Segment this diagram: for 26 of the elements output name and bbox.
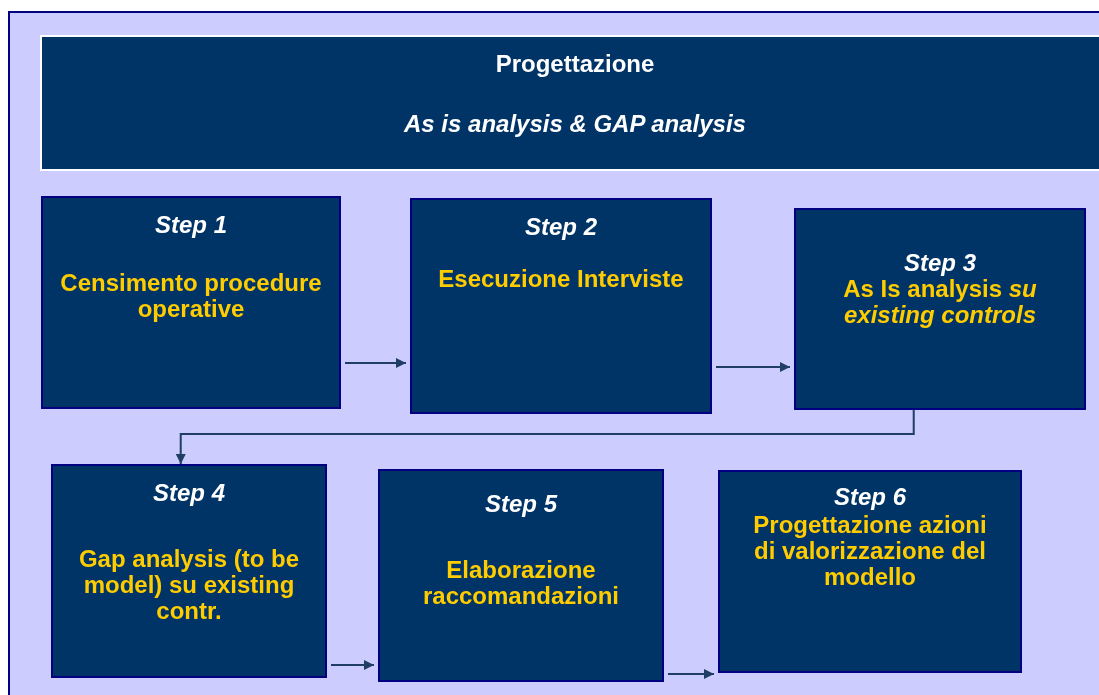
step-label: Step 2 — [525, 214, 597, 240]
arrow — [344, 358, 407, 368]
step-label: Step 1 — [155, 212, 227, 238]
step-label: Step 5 — [485, 491, 557, 517]
step-box — [794, 208, 1086, 410]
step-description: Elaborazione raccomandazioni — [421, 557, 621, 609]
arrow — [175, 409, 915, 465]
step-description: As Is analysis su existing controls — [842, 276, 1038, 328]
subtitle-text: As is analysis & GAP analysis — [404, 111, 746, 137]
step-description: Esecuzione Interviste — [438, 266, 684, 292]
step-box — [51, 464, 327, 678]
step-box — [410, 198, 712, 414]
title-box — [40, 35, 1099, 171]
step-box — [718, 470, 1022, 673]
step-label: Step 3 — [904, 250, 976, 276]
step-description: Gap analysis (to be model) su existing contr. — [77, 546, 301, 624]
step-box — [41, 196, 341, 409]
arrow — [715, 362, 791, 372]
arrow — [330, 660, 375, 670]
arrow — [667, 669, 715, 679]
title-text: Progettazione — [495, 51, 655, 77]
step-label: Step 6 — [834, 484, 906, 510]
step-box — [378, 469, 664, 682]
step-label: Step 4 — [153, 480, 225, 506]
step-description: Censimento procedure operative — [59, 270, 323, 322]
step-description: Progettazione azioni di valorizzazione del modello — [752, 512, 988, 590]
